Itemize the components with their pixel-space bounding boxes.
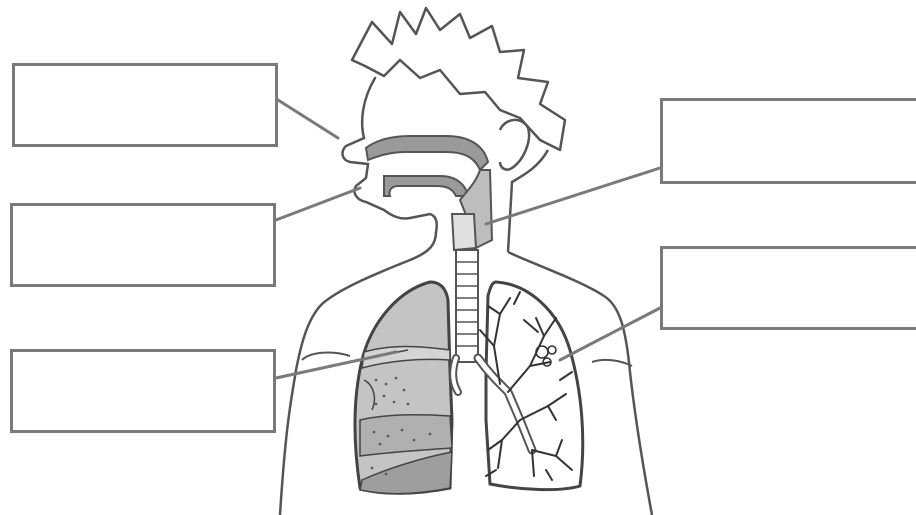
- label-box-bronchi[interactable]: [660, 246, 916, 330]
- leader-line-left-1: [278, 100, 338, 138]
- label-box-trachea[interactable]: [660, 98, 916, 184]
- label-box-nose[interactable]: [12, 63, 278, 147]
- hair: [352, 8, 565, 150]
- head-outline: [343, 78, 437, 232]
- nasal-cavity: [366, 136, 488, 170]
- arm-crease-right: [592, 360, 632, 366]
- leader-line-left-2: [276, 188, 360, 220]
- arm-crease-left: [302, 353, 350, 360]
- label-box-mouth[interactable]: [10, 203, 276, 287]
- trachea: [456, 250, 478, 362]
- ear: [500, 120, 529, 170]
- left-lung: [355, 282, 452, 494]
- mouth-cavity: [384, 176, 468, 196]
- leader-line-right-2: [560, 308, 660, 360]
- label-box-lung[interactable]: [10, 349, 276, 433]
- larynx: [452, 214, 476, 250]
